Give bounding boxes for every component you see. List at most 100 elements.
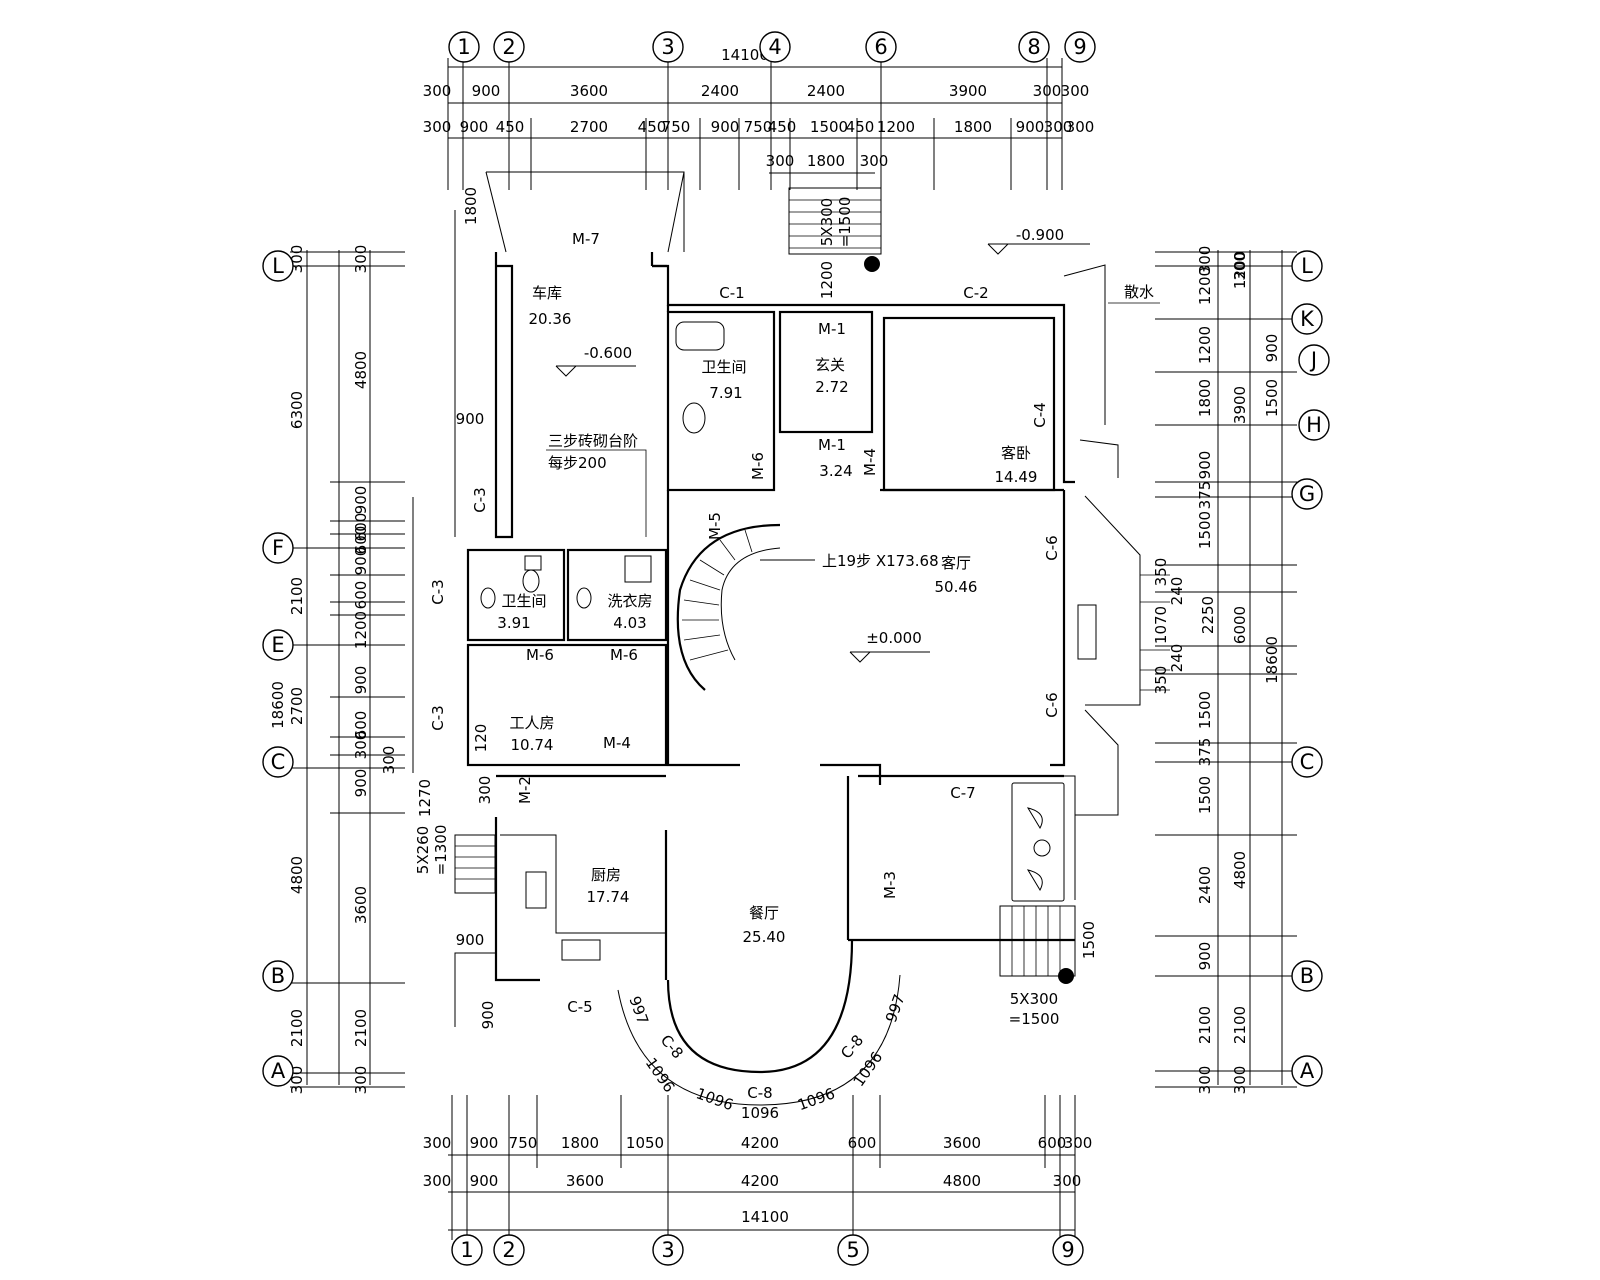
room-garage-area: 20.36 — [529, 310, 572, 328]
dim-text: 4800 — [1231, 851, 1249, 889]
bottom-dimensions: 14100 — [448, 1095, 1076, 1240]
dim-text: 300 — [1061, 82, 1090, 100]
dim-text: 6300 — [288, 391, 306, 429]
level-entry: -0.900 — [1016, 226, 1064, 244]
room-servant-area: 10.74 — [511, 736, 554, 754]
svg-text:C: C — [1300, 750, 1315, 774]
dim-text: 4200 — [741, 1172, 779, 1190]
svg-text:B: B — [1300, 964, 1314, 988]
dim-text: 1500 — [1196, 776, 1214, 814]
toilet-icon — [682, 402, 706, 434]
axis-circle: 6 — [865, 31, 897, 63]
room-bath-left-name: 卫生间 — [501, 592, 546, 610]
stairs-right-label-b: =1500 — [1009, 1010, 1060, 1028]
dim-text: 300 — [423, 1172, 452, 1190]
axis-circle: E — [262, 629, 294, 661]
room-guest-bed-name: 客卧 — [1001, 444, 1031, 462]
dim-text: 600 — [352, 711, 370, 740]
dim-text: 300 — [352, 1066, 370, 1095]
dim-text: 240 — [1168, 577, 1186, 606]
dim-text: 1800 — [807, 152, 845, 170]
dim-text: 300 — [766, 152, 795, 170]
svg-text:K: K — [1300, 307, 1315, 331]
axis-markers-right: L K J H G C B A — [1291, 250, 1330, 1087]
window-label: C-3 — [429, 579, 447, 604]
axis-circle: 9 — [1064, 31, 1096, 63]
dim-text: 900 — [711, 118, 740, 136]
chair-icon — [1026, 869, 1043, 892]
room-kitchen-name: 厨房 — [591, 866, 621, 884]
dim-text: 300 — [860, 152, 889, 170]
room-bath-top-area: 7.91 — [709, 384, 742, 402]
svg-text:6: 6 — [874, 35, 887, 59]
dim-text: 2700 — [288, 687, 306, 725]
dim-total-width-bottom: 14100 — [741, 1208, 789, 1226]
svg-text:3: 3 — [661, 1238, 674, 1262]
dim-text: 450 — [638, 118, 667, 136]
axis-markers-top: 1 2 3 4 6 8 9 — [448, 31, 1096, 63]
dim-text: 300 — [380, 746, 398, 775]
sink-icon — [576, 587, 592, 609]
dim-text: 4200 — [741, 1134, 779, 1152]
room-foyer-area: 2.72 — [815, 378, 848, 396]
dim-text: 2100 — [1231, 1006, 1249, 1044]
stairs-right-entrance: 5X300 =1500 1500 — [999, 905, 1098, 1028]
axis-circle: 4 — [759, 31, 791, 63]
svg-text:J: J — [1309, 348, 1317, 372]
door-label: M-4 — [861, 448, 879, 476]
top-dimensions: 14100 — [447, 46, 1063, 190]
axis-circle: L — [262, 250, 294, 282]
window-label: C-5 — [567, 998, 592, 1016]
room-bath-top-name: 卫生间 — [701, 358, 746, 376]
chair-icon — [1026, 807, 1043, 830]
room-servant-name: 工人房 — [509, 714, 554, 732]
dim-text: 3600 — [352, 886, 370, 924]
svg-text:9: 9 — [1073, 35, 1086, 59]
svg-text:3: 3 — [661, 35, 674, 59]
svg-text:2: 2 — [502, 1238, 515, 1262]
level-living: ±0.000 — [866, 629, 922, 647]
dim-text: 2100 — [288, 577, 306, 615]
dim-total-height-left: 18600 — [269, 681, 287, 729]
dim-text: 300 — [352, 245, 370, 274]
dim-text: 900 — [1196, 942, 1214, 971]
door-label: M-6 — [749, 452, 767, 480]
dim-text: 3600 — [566, 1172, 604, 1190]
dim-text: 2400 — [701, 82, 739, 100]
dim-text: 1050 — [626, 1134, 664, 1152]
dim-text: 300 — [423, 82, 452, 100]
svg-text:A: A — [1300, 1059, 1315, 1083]
axis-circle: L — [1291, 250, 1323, 282]
dim-text: 2400 — [807, 82, 845, 100]
window-label: C-2 — [963, 284, 988, 302]
dim-text: 300 — [1064, 1134, 1093, 1152]
axis-markers-bottom: 1 2 3 5 9 — [451, 1234, 1084, 1266]
dim-text: 300 — [1066, 118, 1095, 136]
dim-text: 375 — [1196, 481, 1214, 510]
dim-total-width-top: 14100 — [721, 46, 769, 64]
dim-text: 1200 — [1196, 267, 1214, 305]
axis-circle: C — [1291, 746, 1323, 778]
dim-text: 4800 — [352, 351, 370, 389]
walls — [412, 171, 1141, 1106]
dim-text: 450 — [768, 118, 797, 136]
dim-text: 300 — [423, 1134, 452, 1152]
toilet-icon — [522, 569, 540, 593]
dim-text: 2400 — [1196, 866, 1214, 904]
dim-text: 240 — [1168, 644, 1186, 673]
stairs-top-height: 1200 — [818, 261, 836, 299]
window-label: C-1 — [719, 284, 744, 302]
toilet-icon — [524, 555, 542, 571]
stairs-left-count: 5X260 — [414, 826, 432, 874]
dim-text: 3600 — [570, 82, 608, 100]
axis-circle: H — [1298, 409, 1330, 441]
dim-text: 900 — [456, 410, 485, 428]
dim-text: 2700 — [570, 118, 608, 136]
window-label: C-4 — [1031, 402, 1049, 427]
fireplace-icon — [1077, 604, 1097, 660]
dim-text: 4800 — [943, 1172, 981, 1190]
axis-circle: 3 — [652, 31, 684, 63]
